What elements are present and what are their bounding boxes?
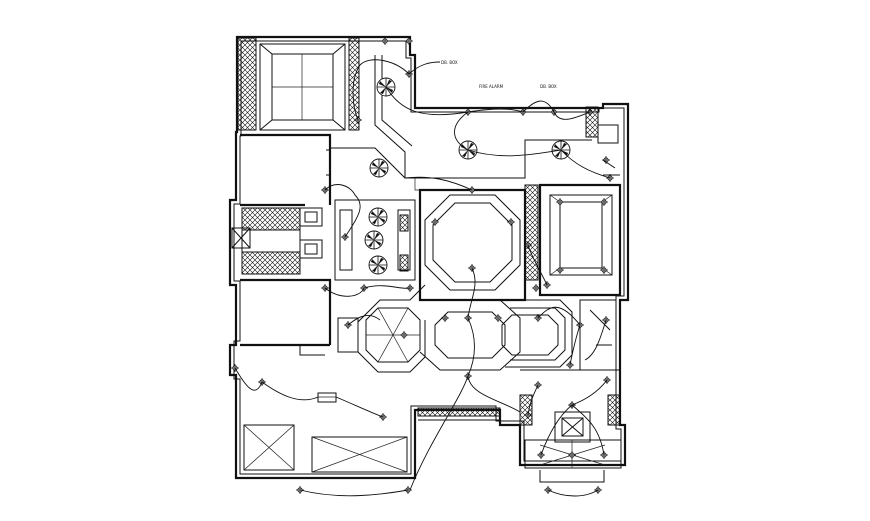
label-top-right: DB. BOX [441, 60, 458, 65]
exterior-walls [228, 35, 630, 480]
middle-band [337, 283, 617, 381]
label-mid-right: DB. BOX [540, 84, 557, 89]
left-rooms [230, 133, 413, 495]
label-mid-left: FIRE ALARM [479, 84, 504, 89]
top-patio [237, 36, 414, 131]
upper-corridor [374, 55, 620, 191]
bottom-entry [417, 369, 622, 495]
right-bedroom [523, 183, 622, 297]
octagon-living [418, 184, 539, 302]
center-kitchen [299, 147, 416, 293]
wiring [234, 59, 611, 497]
annotations: DB. BOX FIRE ALARM DB. BOX [441, 60, 557, 89]
